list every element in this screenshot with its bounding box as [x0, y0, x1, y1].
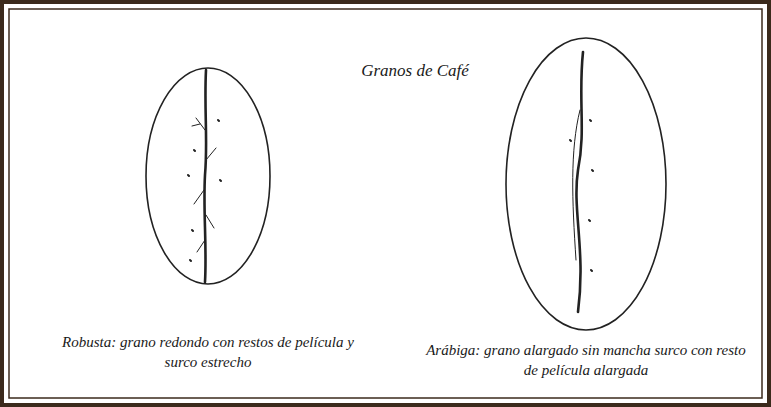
bean-caption: Arábiga: grano alargado sin mancha surco…	[418, 340, 754, 381]
bean-outline	[506, 38, 666, 330]
film-remnants	[192, 118, 216, 252]
bean-caption: Robusta: grano redondo con restos de pel…	[52, 332, 364, 373]
arabica-bean	[506, 38, 666, 330]
inner-frame	[9, 9, 762, 398]
film-dots	[188, 120, 221, 261]
bean-furrow	[576, 52, 583, 312]
bean-outline	[146, 68, 270, 284]
film-dots	[570, 120, 593, 271]
robusta-bean	[146, 68, 270, 284]
bean-furrow	[204, 70, 206, 282]
figure-title: Granos de Café	[320, 60, 510, 83]
film-remnant	[573, 110, 580, 260]
